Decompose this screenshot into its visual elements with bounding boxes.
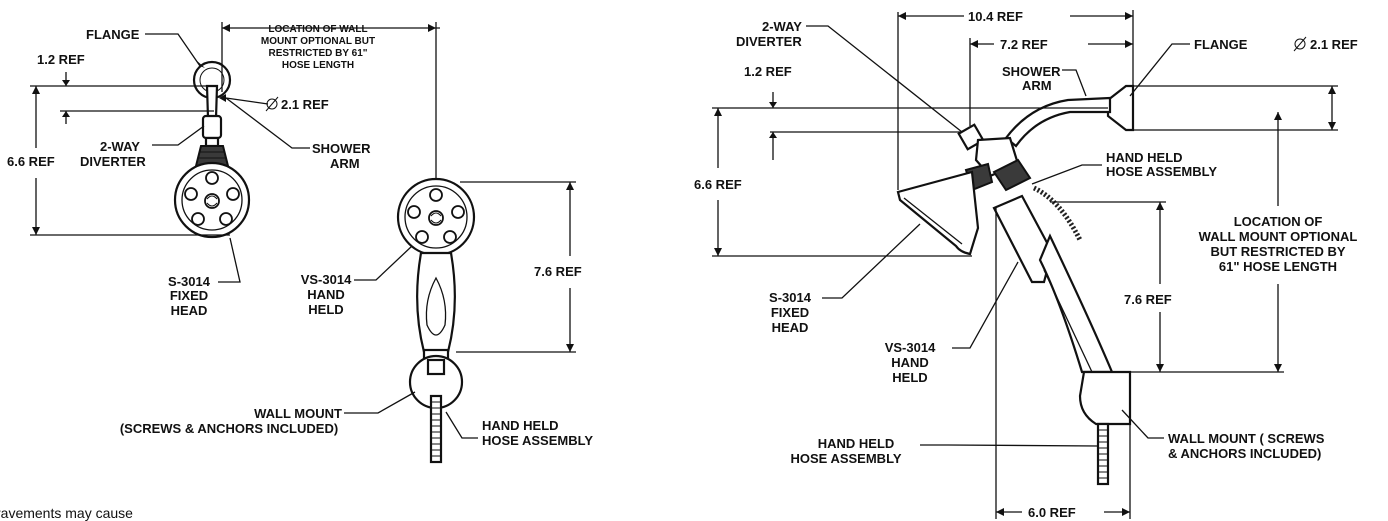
left-dim-6-6: 6.6 REF (7, 154, 55, 169)
right-dimensions (712, 10, 1338, 519)
right-dim-10-4: 10.4 REF (968, 9, 1023, 24)
left-wall-mount-note-line-1: LOCATION OF WALL (268, 24, 367, 35)
left-hand-held-line-2: HAND (307, 287, 345, 302)
right-diameter-icon-slash (1293, 36, 1307, 52)
right-wall-mount-line-1: WALL MOUNT ( SCREWS (1168, 431, 1325, 446)
right-flange (1106, 84, 1135, 132)
right-wall-mount-note-line-1: LOCATION OF (1234, 214, 1323, 229)
left-fixed-head (173, 161, 251, 239)
right-diverter-line-1: 2-WAY (762, 19, 802, 34)
right-shower-arm-line-1: SHOWER (1002, 64, 1061, 79)
right-hose-upper (1032, 185, 1083, 242)
right-wall-mount-line-2: & ANCHORS INCLUDED) (1168, 446, 1321, 461)
left-wall-mount-note: LOCATION OF WALL MOUNT OPTIONAL BUT REST… (261, 24, 375, 71)
right-wall-mount-note-line-3: BUT RESTRICTED BY (1210, 244, 1345, 259)
right-dim-1-2: 1.2 REF (744, 64, 792, 79)
left-shower-arm (205, 84, 219, 120)
left-dim-2-1: 2.1 REF (281, 97, 329, 112)
right-labels: 10.4 REF 7.2 REF 2-WAY DIVERTER FLANGE 2… (694, 9, 1358, 519)
right-hose-bottom-line-2: HOSE ASSEMBLY (790, 451, 901, 466)
left-view: FLANGE 1.2 REF 2.1 REF 6.6 REF LOCATION … (7, 22, 593, 464)
right-diameter-icon (1294, 38, 1306, 50)
right-hose-bottom-line-1: HAND HELD (818, 436, 895, 451)
left-fixed-head-line-2: FIXED (170, 288, 208, 303)
right-shower-arm (1004, 96, 1112, 148)
right-dim-6-6: 6.6 REF (694, 177, 742, 192)
diameter-icon-slash (265, 96, 279, 112)
left-wall-mount-note-line-3: RESTRICTED BY 61" (268, 48, 367, 59)
left-dim-7-6: 7.6 REF (534, 264, 582, 279)
right-view: 10.4 REF 7.2 REF 2-WAY DIVERTER FLANGE 2… (694, 9, 1358, 519)
left-diverter-line-2: DIVERTER (80, 154, 146, 169)
left-hose-line-2: HOSE ASSEMBLY (482, 433, 593, 448)
right-fixed-head-line-3: HEAD (772, 320, 809, 335)
left-hand-held-line-3: HELD (308, 302, 343, 317)
right-hand-held-label: VS-3014 HAND HELD (885, 340, 936, 385)
right-hand-held (992, 194, 1114, 374)
right-flange-label: FLANGE (1194, 37, 1248, 52)
left-hose-line-1: HAND HELD (482, 418, 559, 433)
right-fixed-head-label: S-3014 FIXED HEAD (769, 290, 812, 335)
left-diverter (201, 114, 223, 148)
left-fixed-head-line-1: S-3014 (168, 274, 211, 289)
left-hand-held-label: VS-3014 HAND HELD (301, 272, 352, 317)
left-hand-held-line-1: VS-3014 (301, 272, 352, 287)
right-fixed-head (896, 162, 994, 256)
left-wall-mount-note-line-2: MOUNT OPTIONAL BUT (261, 36, 375, 47)
left-wall-mount-note-line-4: HOSE LENGTH (282, 60, 354, 71)
right-wall-mount-note-line-2: WALL MOUNT OPTIONAL (1199, 229, 1358, 244)
footer-cut-text: ravements may cause (0, 505, 133, 521)
right-dim-2-1: 2.1 REF (1310, 37, 1358, 52)
left-labels: FLANGE 1.2 REF 2.1 REF 6.6 REF LOCATION … (7, 24, 593, 448)
left-dimensions (30, 22, 576, 439)
right-wall-mount-note-line-4: 61" HOSE LENGTH (1219, 259, 1337, 274)
left-dim-1-2: 1.2 REF (37, 52, 85, 67)
left-wall-mount-label: WALL MOUNT (SCREWS & ANCHORS INCLUDED) (120, 406, 342, 436)
left-shower-arm-line-2: ARM (330, 156, 360, 171)
right-hand-held-line-1: VS-3014 (885, 340, 936, 355)
right-dim-7-2: 7.2 REF (1000, 37, 1048, 52)
right-wall-mount (1078, 370, 1132, 426)
left-shower-arm-line-1: SHOWER (312, 141, 371, 156)
left-flange-label: FLANGE (86, 27, 140, 42)
right-fixed-head-line-2: FIXED (771, 305, 809, 320)
left-flange (192, 60, 232, 100)
right-hose-bottom-label: HAND HELD HOSE ASSEMBLY (790, 436, 901, 466)
left-hand-held (396, 177, 476, 366)
diameter-icon (266, 98, 278, 110)
right-hand-held-line-3: HELD (892, 370, 927, 385)
right-fixed-head-line-1: S-3014 (769, 290, 812, 305)
right-dim-6-0: 6.0 REF (1028, 505, 1076, 519)
right-wall-mount-note: LOCATION OF WALL MOUNT OPTIONAL BUT REST… (1199, 214, 1358, 274)
right-hand-held-line-2: HAND (891, 355, 929, 370)
right-hose-top-line-1: HAND HELD (1106, 150, 1183, 165)
right-dim-7-6: 7.6 REF (1124, 292, 1172, 307)
left-fixed-head-line-3: HEAD (171, 303, 208, 318)
left-wall-mount-line-1: WALL MOUNT (254, 406, 342, 421)
left-diverter-line-1: 2-WAY (100, 139, 140, 154)
right-shower-arm-line-2: ARM (1022, 78, 1052, 93)
right-diverter-line-2: DIVERTER (736, 34, 802, 49)
left-fixed-head-label: S-3014 FIXED HEAD (168, 274, 211, 318)
left-wall-mount-line-2: (SCREWS & ANCHORS INCLUDED) (120, 421, 338, 436)
right-hose-lower (1096, 422, 1110, 486)
right-hose-top-line-2: HOSE ASSEMBLY (1106, 164, 1217, 179)
left-hose (429, 394, 443, 464)
